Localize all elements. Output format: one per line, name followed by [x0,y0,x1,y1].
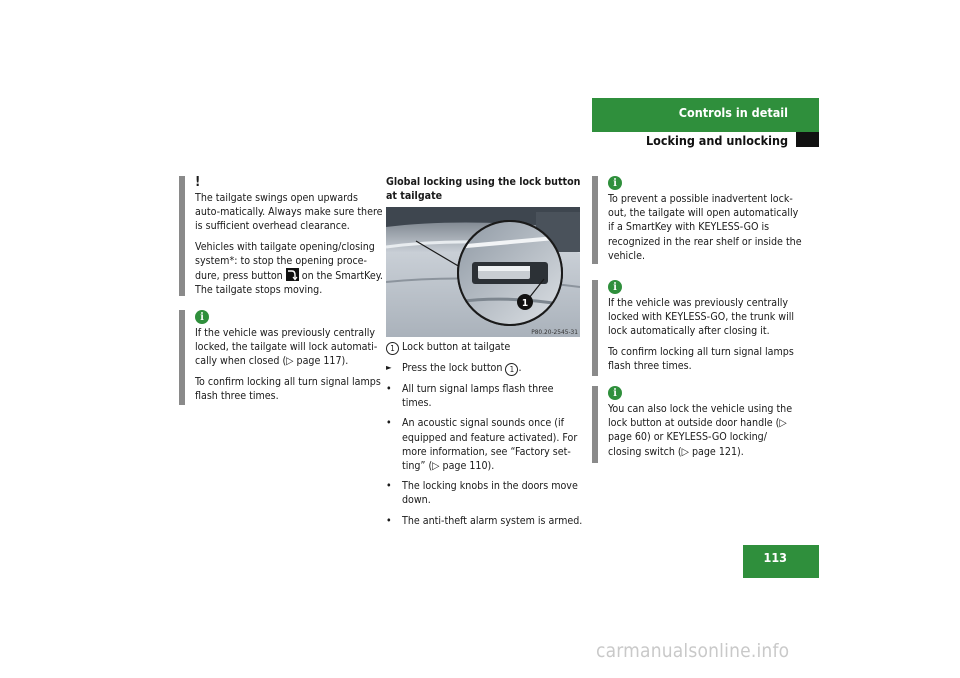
info-right-2-para-2: To confirm locking all turn signal lamps… [608,345,794,372]
info-right-2-para-1: If the vehicle was previously centrally … [608,297,795,338]
section-heading: Global locking using the lock button at … [386,176,581,203]
info-icon: i [608,176,622,190]
info-left-para-1: If the vehicle was previously centrally … [195,327,378,368]
list-item: •An acoustic signal sounds once (if equi… [386,417,578,473]
steps-list: ►Press the lock button 1. •All turn sign… [386,361,584,528]
header-marker [796,132,819,147]
middle-body: 1 Lock button at tailgate ►Press the loc… [386,340,584,534]
warning-para-2: Vehicles with tailgate opening/closing s… [195,240,383,297]
subsection-title: Locking and unlocking [645,133,788,148]
info-icon: i [195,310,209,324]
section-header-bar: Controls in detail [592,98,819,132]
info-left-para-2: To confirm locking all turn signal lamps… [195,375,381,402]
callout-1-icon: 1 [505,363,519,376]
watermark: carmanualsonline.info [596,640,790,662]
info-icon: i [608,280,622,294]
tailgate-button-icon [285,268,299,282]
figure-callout-1: 1 [522,298,528,309]
list-item: •All turn signal lamps flash three times… [386,383,554,410]
info-note-left: i If the vehicle was previously centrall… [179,310,384,405]
arrow-marker-icon: ► [386,363,392,372]
info-note-right-3: i You can also lock the vehicle using th… [592,386,802,463]
figure-code: P80.20-2545-31 [531,328,578,336]
list-item: •The locking knobs in the doors move dow… [386,480,578,507]
page-number-box: 113 [743,545,819,578]
tailgate-illustration: 1 [386,207,580,337]
warning-para-1: The tailgate swings open upwards auto-ma… [195,192,383,233]
info-icon: i [608,386,622,400]
callout-1-icon: 1 [386,342,399,355]
page-number: 113 [763,550,787,565]
info-right-3-text: You can also lock the vehicle using the … [608,403,793,458]
tailgate-figure: 1 P80.20-2545-31 [386,207,580,337]
exclamation-icon: ! [195,175,201,190]
figure-legend: 1 Lock button at tailgate [386,340,584,355]
action-step: ►Press the lock button 1. [386,362,522,376]
section-title: Controls in detail [678,105,788,120]
info-right-1-text: To prevent a possible inadvertent lock-o… [608,193,802,262]
warning-note: ! The tailgate swings open upwards auto-… [179,176,384,296]
info-note-right-1: i To prevent a possible inadvertent lock… [592,176,802,264]
list-item: •The anti-theft alarm system is armed. [386,514,583,527]
info-note-right-2: i If the vehicle was previously centrall… [592,280,802,376]
middle-column: Global locking using the lock button at … [386,175,582,203]
